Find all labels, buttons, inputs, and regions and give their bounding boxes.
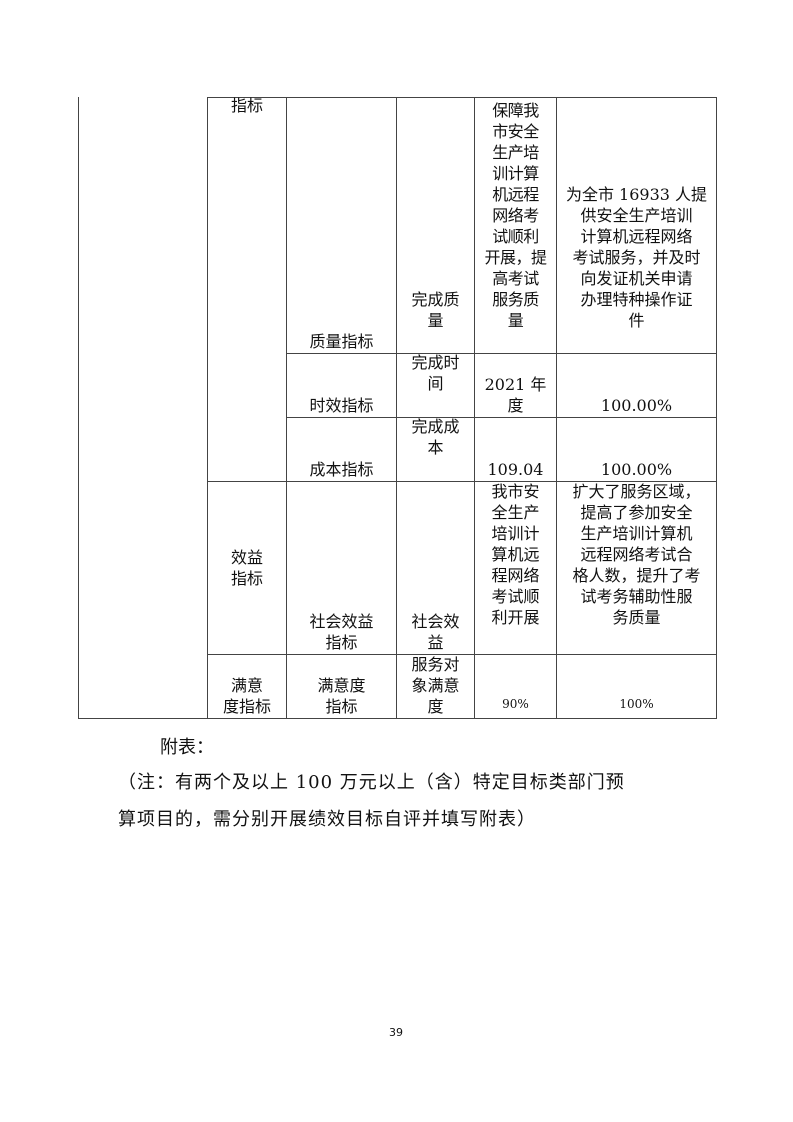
table-border: [286, 97, 287, 719]
benefit-category-cell: 效益 指标: [230, 548, 263, 588]
table-border: [207, 97, 208, 719]
table-border: [207, 481, 717, 482]
satisfaction-target-cell: 90%: [502, 697, 529, 711]
table-border: [286, 417, 717, 418]
note-line-2: 算项目的，需分别开展绩效目标自评并填写附表）: [118, 809, 536, 830]
benefit-target-cell: 我市安 全生产 培训计 算机远 程网络 考试顺 利开展: [491, 482, 540, 627]
benefit-indicator-cell: 社会效 益: [411, 612, 460, 652]
table-border: [556, 97, 557, 719]
satisfaction-actual-cell: 100%: [619, 697, 654, 711]
benefit-sub-cell: 社会效益 指标: [309, 612, 374, 652]
table-border: [716, 97, 717, 719]
timeliness-indicator-cell: 完成时 间: [411, 353, 460, 393]
quality-target-cell: 保障我 市安全 生产培 训计算 机远程 网络考 试顺利 开展，提 高考试 服务质…: [484, 101, 547, 330]
satisfaction-category-cell: 满意 度指标: [222, 676, 271, 716]
timeliness-sub-cell: 时效指标: [309, 396, 374, 415]
table-border: [474, 97, 475, 719]
cost-sub-cell: 成本指标: [309, 460, 374, 479]
table-border: [396, 97, 397, 719]
cost-actual-cell: 100.00%: [600, 460, 673, 479]
page-number: 39: [389, 1026, 403, 1039]
quality-indicator-cell: 完成质 量: [411, 290, 460, 330]
table-border: [207, 97, 717, 98]
table-border: [78, 97, 79, 719]
note-line-1: （注：有两个及以上 100 万元以上（含）特定目标类部门预: [118, 772, 625, 793]
timeliness-actual-cell: 100.00%: [600, 396, 673, 415]
satisfaction-indicator-cell: 服务对 象满意 度: [411, 655, 460, 716]
cost-indicator-cell: 完成成 本: [411, 417, 460, 457]
satisfaction-sub-cell: 满意度 指标: [317, 676, 366, 716]
table-border: [286, 353, 717, 354]
table-border: [78, 718, 717, 719]
table-border: [207, 654, 717, 655]
quality-sub-cell: 质量指标: [309, 332, 374, 351]
benefit-actual-cell: 扩大了服务区域， 提高了参加安全 生产培训计算机 远程网络考试合 格人数，提升了…: [572, 482, 701, 627]
timeliness-target-cell: 2021 年 度: [484, 375, 547, 415]
appendix-label: 附表：: [160, 737, 214, 758]
output-indicator-cell: 指标: [230, 96, 263, 115]
cost-target-cell: 109.04: [487, 460, 544, 479]
quality-actual-cell: 为全市 16933 人提 供安全生产培训 计算机远程网络 考试服务，并及时 向发…: [565, 185, 708, 330]
